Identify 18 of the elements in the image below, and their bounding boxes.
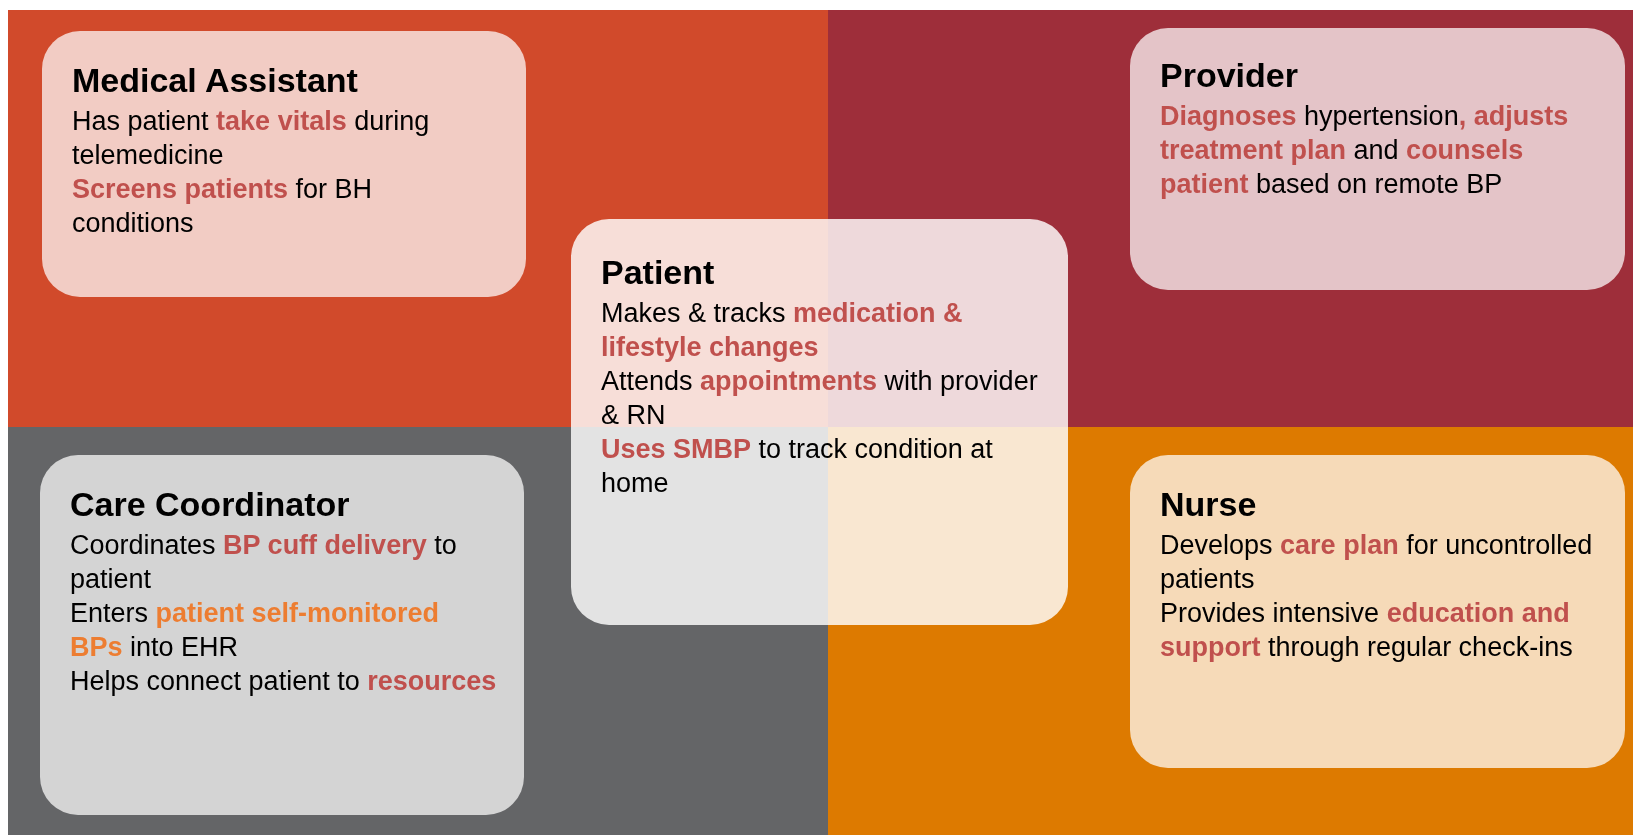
task-description: Uses SMBP to track condition at home bbox=[601, 433, 994, 500]
task-description: Coordinates BP cuff delivery to patient bbox=[70, 529, 458, 596]
role-heading: Medical Assistant bbox=[72, 61, 359, 100]
task-description: Provides intensive education and support through regular check-ins bbox=[1160, 597, 1574, 664]
task-description: Helps connect patient to resources bbox=[70, 665, 498, 698]
role-heading: Nurse bbox=[1160, 485, 1258, 524]
role-card bbox=[1130, 455, 1625, 768]
role-card bbox=[1130, 28, 1625, 290]
role-card bbox=[40, 455, 524, 815]
task-description: Develops care plan for uncontrolled patients bbox=[1160, 529, 1594, 596]
role-card bbox=[42, 31, 526, 297]
task-description: Enters patient self-monitored BPs into EHR bbox=[70, 597, 441, 664]
task-description: Screens patients for BH conditions bbox=[72, 173, 374, 240]
role-card bbox=[571, 219, 1068, 625]
task-description: Diagnoses hypertension, adjusts treatment plan and counsels patient based on remote BP bbox=[1160, 100, 1570, 201]
role-heading: Care Coordinator bbox=[70, 485, 351, 524]
role-heading: Provider bbox=[1160, 56, 1299, 95]
role-heading: Patient bbox=[601, 253, 716, 292]
